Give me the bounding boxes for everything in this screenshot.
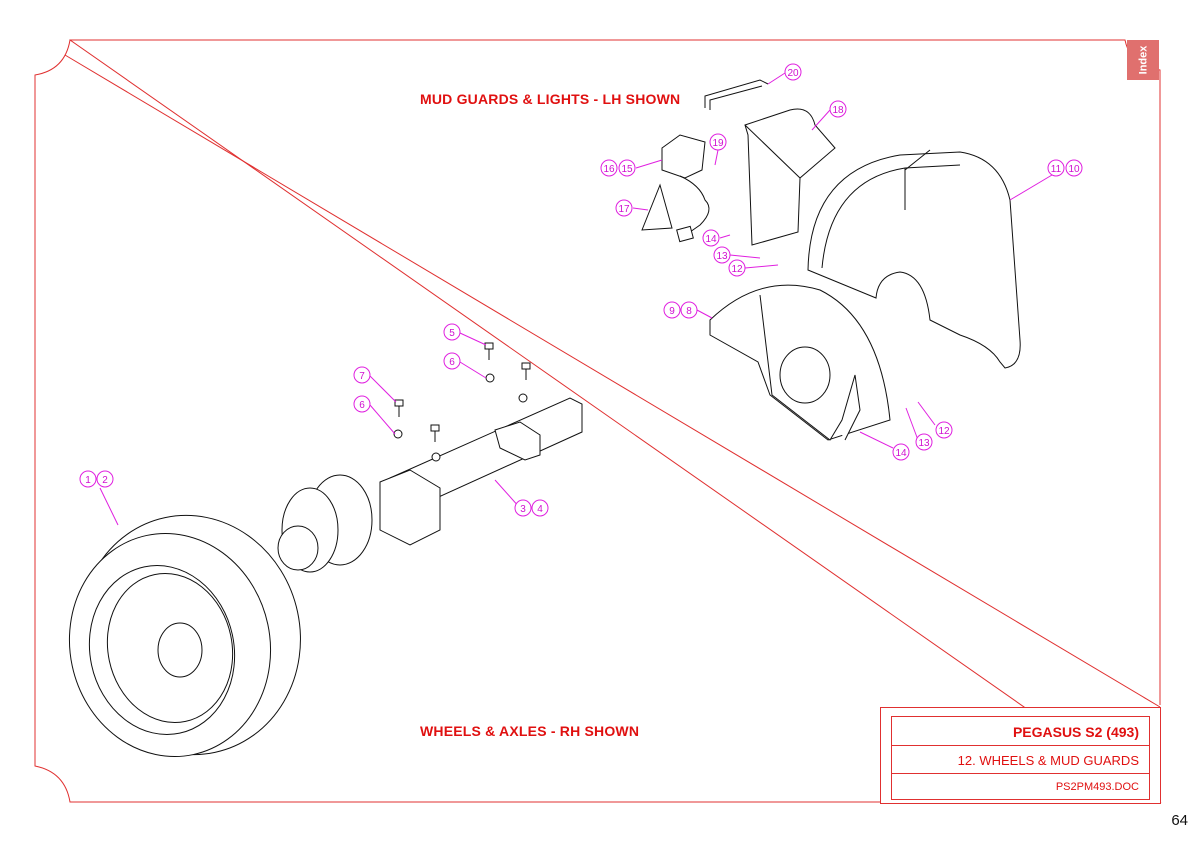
callout-9: 9 bbox=[663, 301, 681, 319]
svg-text:1: 1 bbox=[85, 475, 91, 486]
callout-13-bottom: 13 bbox=[915, 433, 933, 451]
heading-mud-guards: MUD GUARDS & LIGHTS - LH SHOWN bbox=[420, 91, 681, 107]
leader-lines bbox=[99, 72, 1053, 526]
callout-13-top: 13 bbox=[713, 246, 731, 264]
svg-text:12: 12 bbox=[938, 426, 950, 437]
svg-text:6: 6 bbox=[449, 357, 455, 368]
lamp-unit bbox=[661, 134, 710, 243]
mud-guard bbox=[807, 149, 1021, 369]
svg-text:4: 4 bbox=[537, 504, 543, 515]
section-title: 12. WHEELS & MUD GUARDS bbox=[891, 745, 1150, 774]
callout-14-top: 14 bbox=[702, 229, 720, 247]
wheel-tyre bbox=[68, 514, 301, 758]
svg-text:19: 19 bbox=[712, 138, 724, 149]
svg-text:14: 14 bbox=[895, 448, 907, 459]
callout-3: 3 bbox=[514, 499, 532, 517]
callout-19: 19 bbox=[709, 133, 727, 151]
callout-12-top: 12 bbox=[728, 259, 746, 277]
svg-text:15: 15 bbox=[621, 164, 633, 175]
diagonal-divider bbox=[64, 54, 1161, 708]
svg-text:16: 16 bbox=[603, 164, 615, 175]
callout-2: 2 bbox=[96, 470, 114, 488]
light-bracket bbox=[744, 108, 836, 246]
bolts bbox=[393, 342, 531, 462]
svg-text:14: 14 bbox=[705, 234, 717, 245]
svg-text:7: 7 bbox=[359, 371, 365, 382]
callout-15: 15 bbox=[618, 159, 636, 177]
callout-5: 5 bbox=[443, 323, 461, 341]
callout-18: 18 bbox=[829, 100, 847, 118]
svg-text:6: 6 bbox=[359, 400, 365, 411]
callout-14-bottom: 14 bbox=[892, 443, 910, 461]
svg-text:17: 17 bbox=[618, 204, 630, 215]
svg-text:20: 20 bbox=[787, 68, 799, 79]
callout-1: 1 bbox=[79, 470, 97, 488]
callout-12-bottom: 12 bbox=[935, 421, 953, 439]
mud-guard-bracket bbox=[709, 284, 891, 441]
callout-6-lower: 6 bbox=[353, 395, 371, 413]
heading-wheels-axles: WHEELS & AXLES - RH SHOWN bbox=[420, 723, 640, 739]
svg-text:18: 18 bbox=[832, 105, 844, 116]
svg-text:12: 12 bbox=[731, 264, 743, 275]
svg-text:13: 13 bbox=[918, 438, 930, 449]
reflector-triangle bbox=[641, 183, 673, 231]
callout-8: 8 bbox=[680, 301, 698, 319]
page-number: 64 bbox=[1171, 812, 1188, 829]
callout-6-upper: 6 bbox=[443, 352, 461, 370]
document-reference: PS2PM493.DOC bbox=[891, 773, 1150, 800]
index-tab[interactable]: Index bbox=[1127, 40, 1159, 80]
handle-rod bbox=[704, 79, 769, 110]
svg-text:5: 5 bbox=[449, 328, 455, 339]
callout-16: 16 bbox=[600, 159, 618, 177]
svg-text:3: 3 bbox=[520, 504, 526, 515]
callout-10: 10 bbox=[1065, 159, 1083, 177]
svg-text:9: 9 bbox=[669, 306, 675, 317]
callout-11: 11 bbox=[1047, 159, 1065, 177]
model-title: PEGASUS S2 (493) bbox=[891, 716, 1150, 746]
svg-text:2: 2 bbox=[102, 475, 108, 486]
callout-20: 20 bbox=[784, 63, 802, 81]
axle-assembly bbox=[277, 397, 583, 573]
svg-text:10: 10 bbox=[1068, 164, 1080, 175]
index-tab-label: Index bbox=[1136, 45, 1149, 75]
title-block: PEGASUS S2 (493) 12. WHEELS & MUD GUARDS… bbox=[880, 707, 1161, 804]
svg-text:13: 13 bbox=[716, 251, 728, 262]
svg-text:8: 8 bbox=[686, 306, 692, 317]
callout-7: 7 bbox=[353, 366, 371, 384]
callout-4: 4 bbox=[531, 499, 549, 517]
callout-17: 17 bbox=[615, 199, 633, 217]
svg-text:11: 11 bbox=[1051, 164, 1062, 175]
